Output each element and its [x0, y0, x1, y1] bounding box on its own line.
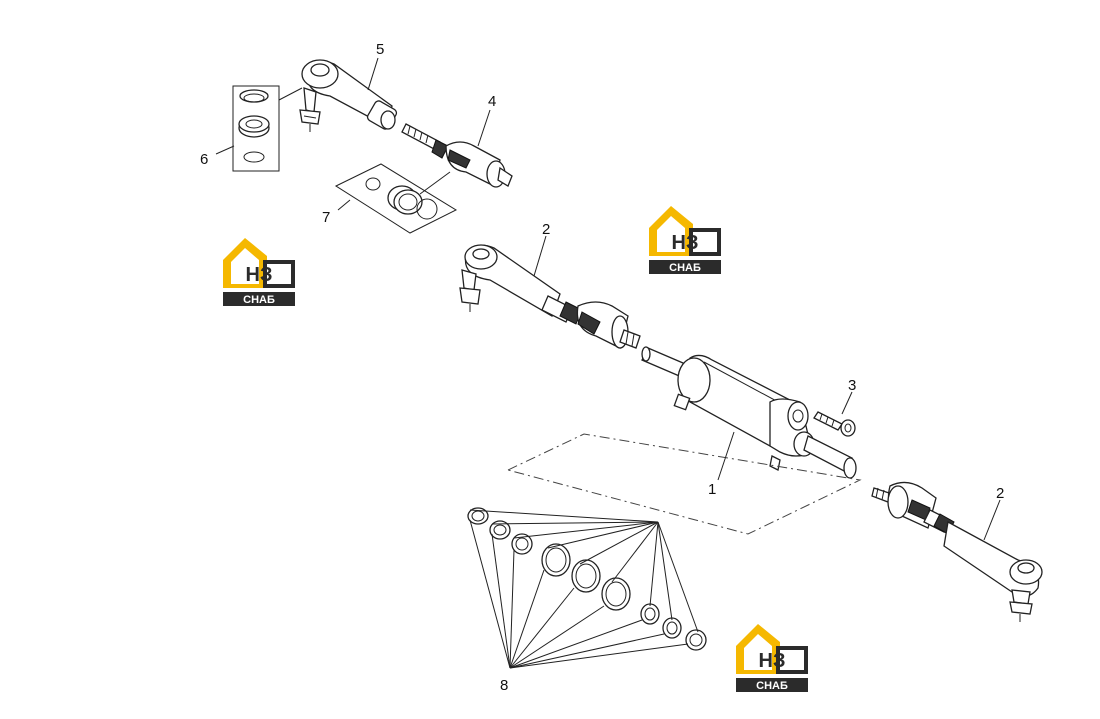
callout-2-middle: 2 [542, 221, 550, 238]
tie-rod-end-upper [299, 59, 398, 132]
logo-center-top-text: НЗ [672, 232, 699, 254]
kit-6-box [232, 85, 303, 172]
callout-1: 1 [708, 481, 716, 498]
kit-7-box [334, 163, 458, 234]
tie-rod-end-middle [459, 244, 641, 349]
callout-8: 8 [500, 677, 508, 694]
callout-5: 5 [376, 41, 384, 58]
callout-6: 6 [200, 151, 208, 168]
callout-3: 3 [848, 377, 856, 394]
logo-left: НЗ СНАБ [223, 238, 295, 306]
logo-left-bottom-text: СНАБ [243, 294, 275, 306]
logo-center: НЗ СНАБ [649, 206, 721, 274]
logo-center-bottom-text: СНАБ [669, 262, 701, 274]
seal-kit-8 [467, 507, 707, 669]
tie-rod-end-lower [871, 481, 1043, 622]
logo-bottom: НЗ СНАБ [736, 624, 808, 692]
callout-2-lower: 2 [996, 485, 1004, 502]
logo-bottom-bottom-text: СНАБ [756, 680, 788, 692]
inner-tie-rod-upper [401, 123, 513, 188]
logo-left-top-text: НЗ [246, 264, 273, 286]
steering-cylinder [641, 346, 857, 479]
callout-7: 7 [322, 209, 330, 226]
logo-bottom-top-text: НЗ [759, 650, 786, 672]
callout-4: 4 [488, 93, 496, 110]
seal-kit-outline [506, 433, 862, 535]
bolt-3 [813, 411, 856, 437]
leader-lines [215, 57, 1001, 541]
